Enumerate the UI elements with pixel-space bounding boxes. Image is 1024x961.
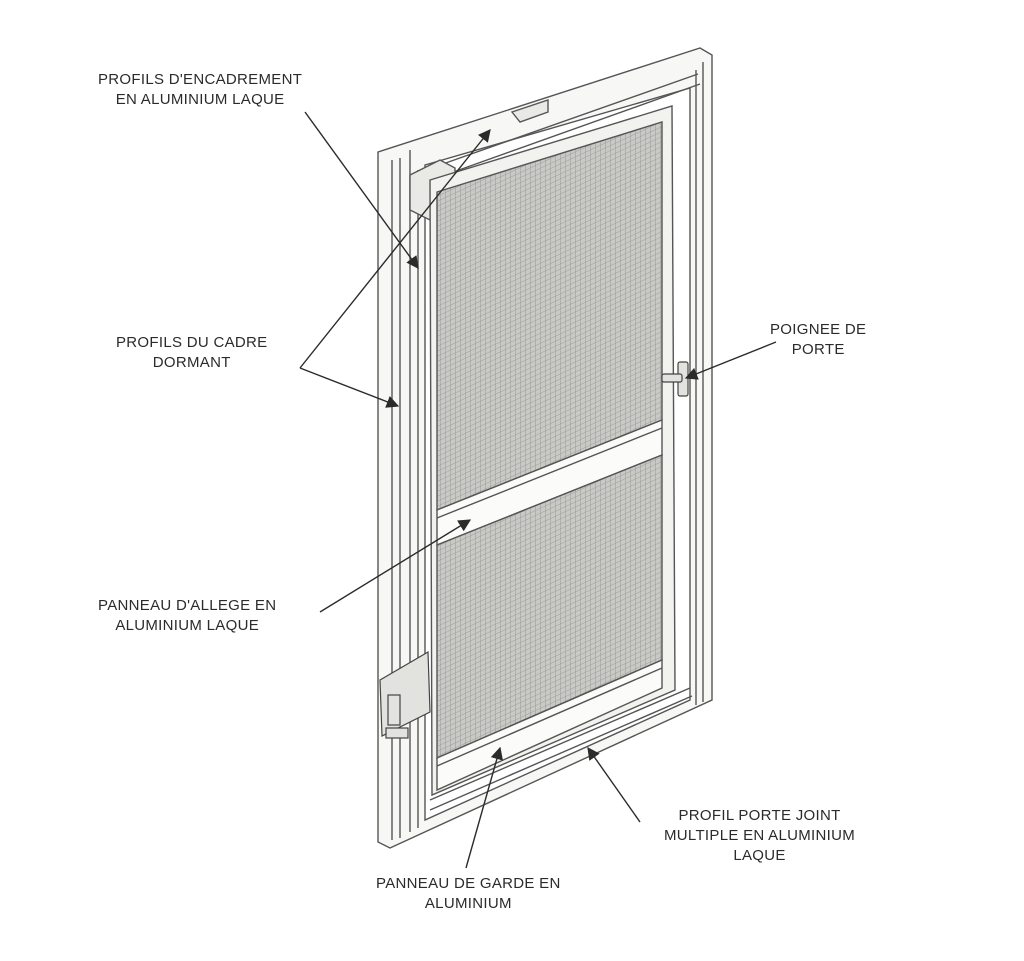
leader-poignee bbox=[684, 341, 777, 380]
door-leaf bbox=[429, 105, 676, 797]
label-joint: PROFIL PORTE JOINT MULTIPLE EN ALUMINIUM… bbox=[664, 806, 855, 866]
label-garde: PANNEAU DE GARDE EN ALUMINIUM bbox=[376, 874, 561, 914]
label-cadre-dormant-line1: PROFILS DU CADRE bbox=[116, 334, 268, 351]
leader-joint bbox=[587, 746, 641, 823]
label-encadrement: PROFILS D'ENCADREMENT EN ALUMINIUM LAQUE bbox=[98, 70, 302, 110]
leader-dormant-1 bbox=[299, 129, 491, 369]
label-encadrement-line1: PROFILS D'ENCADREMENT bbox=[98, 71, 303, 88]
label-garde-line2: ALUMINIUM bbox=[424, 895, 512, 912]
label-cadre-dormant-line2: DORMANT bbox=[152, 354, 231, 371]
label-allege-line2: ALUMINIUM LAQUE bbox=[115, 617, 260, 634]
label-joint-line2: MULTIPLE EN ALUMINIUM bbox=[664, 827, 856, 844]
label-poignee: POIGNEE DE PORTE bbox=[770, 320, 866, 360]
label-garde-line1: PANNEAU DE GARDE EN bbox=[376, 875, 561, 892]
label-encadrement-line2: EN ALUMINIUM LAQUE bbox=[115, 91, 285, 108]
label-allege: PANNEAU D'ALLEGE EN ALUMINIUM LAQUE bbox=[98, 596, 276, 636]
label-joint-line1: PROFIL PORTE JOINT bbox=[678, 807, 841, 824]
leader-dormant-2 bbox=[299, 367, 400, 408]
leader-encadrement bbox=[304, 111, 419, 270]
leader-lines bbox=[299, 111, 777, 869]
label-allege-line1: PANNEAU D'ALLEGE EN bbox=[98, 597, 277, 614]
label-poignee-line2: PORTE bbox=[791, 341, 845, 358]
hinge-icon bbox=[379, 650, 431, 739]
label-poignee-line1: POIGNEE DE bbox=[770, 321, 867, 338]
leader-allege bbox=[319, 519, 472, 613]
label-cadre-dormant: PROFILS DU CADRE DORMANT bbox=[116, 333, 268, 373]
leader-garde bbox=[465, 746, 503, 869]
label-joint-line3: LAQUE bbox=[733, 847, 786, 864]
